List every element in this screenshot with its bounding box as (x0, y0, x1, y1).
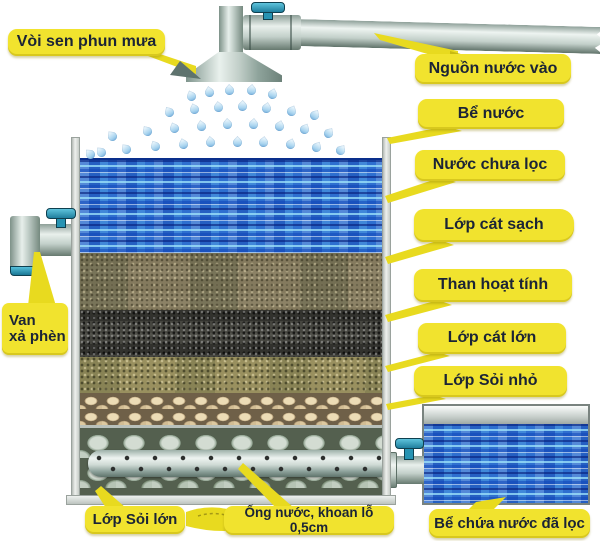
water-drop-icon (168, 122, 181, 135)
label-alum-valve-line1: Van (9, 312, 36, 330)
water-drop-icon (273, 120, 286, 133)
water-drop-icon (236, 100, 249, 113)
label-drilled-pipe: Ống nước, khoan lỗ 0,5cm (224, 506, 394, 535)
label-small-gravel: Lớp Sỏi nhỏ (414, 366, 567, 397)
perforated-drain-pipe (88, 450, 388, 477)
water-drop-icon (285, 105, 298, 118)
shower-head-cone (186, 52, 282, 82)
water-drop-icon (310, 141, 323, 154)
outlet-valve-handle-icon (395, 438, 424, 449)
label-water-tank: Bể nước (418, 99, 564, 129)
water-drop-icon (121, 144, 132, 155)
pointer-cleansand (385, 240, 454, 264)
tank-wall-left (71, 137, 80, 497)
alum-valve-body (10, 216, 40, 272)
water-drop-icon (223, 84, 236, 97)
label-shower-head: Vòi sen phun mưa (8, 29, 165, 56)
label-alum-valve: Van xả phèn (2, 303, 68, 355)
label-large-gravel: Lớp Sỏi lớn (85, 506, 185, 534)
water-drop-icon (107, 131, 118, 142)
label-water-source: Nguồn nước vào (415, 54, 571, 84)
water-drop-icon (257, 136, 270, 149)
tank-wall-right (382, 137, 391, 497)
alum-valve-handle-icon (46, 208, 76, 219)
inlet-valve-handle-icon (251, 2, 285, 13)
water-drop-icon (212, 101, 225, 114)
water-drop-icon (185, 90, 198, 103)
water-drop-icon (149, 140, 162, 153)
label-unfiltered-water: Nước chưa lọc (415, 150, 565, 181)
label-filtered-tank: Bể chứa nước đã lọc (429, 509, 590, 538)
water-drop-icon (260, 102, 273, 115)
water-drop-icon (284, 138, 297, 151)
layer-clean-sand (80, 253, 382, 310)
water-drop-icon (309, 110, 320, 121)
label-coarse-sand: Lớp cát lớn (418, 323, 566, 354)
layer-small-gravel (80, 393, 382, 425)
water-drop-icon (177, 138, 190, 151)
pointer-carbon (385, 300, 452, 322)
water-drop-icon (96, 147, 107, 158)
layer-coarse-sand (80, 357, 382, 393)
alum-valve-pipe (36, 224, 76, 256)
filtered-water (424, 424, 588, 503)
alum-valve-outlet (10, 266, 40, 276)
water-drop-icon (266, 88, 279, 101)
label-clean-sand: Lớp cát sạch (414, 209, 574, 242)
water-drop-icon (247, 118, 260, 131)
label-activated-carbon: Than hoạt tính (414, 269, 572, 302)
filtered-water-tank (422, 404, 590, 505)
water-drop-icon (335, 145, 346, 156)
water-drop-icon (204, 136, 217, 149)
water-drop-icon (195, 120, 208, 133)
water-drop-icon (142, 126, 153, 137)
shower-down-pipe (219, 6, 243, 58)
pipe-coupling (243, 15, 301, 50)
tank-base (66, 495, 396, 505)
water-drop-icon (221, 118, 234, 131)
water-drop-icon (231, 136, 244, 149)
inlet-water-pipe (296, 19, 600, 54)
layer-activated-carbon (80, 310, 382, 357)
water-drop-icon (163, 106, 176, 119)
water-drop-icon (298, 123, 311, 136)
water-drop-icon (203, 86, 216, 99)
layer-unfiltered-water (80, 158, 382, 253)
filtered-tank-rim (424, 406, 588, 424)
water-drop-icon (323, 128, 334, 139)
water-drop-icon (245, 84, 258, 97)
water-drop-icon (188, 103, 201, 116)
label-alum-valve-line2: xả phèn (9, 328, 66, 345)
